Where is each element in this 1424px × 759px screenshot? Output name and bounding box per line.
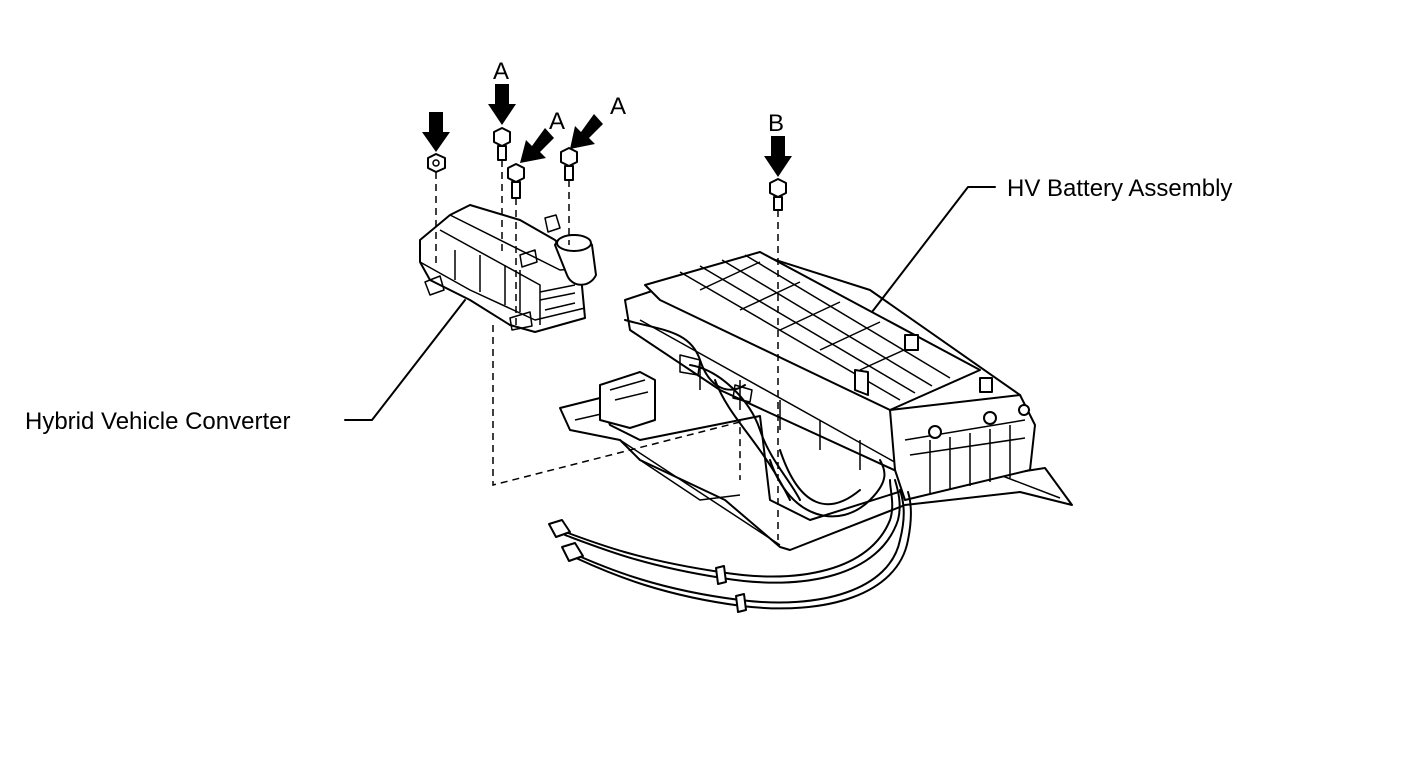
fasteners [427, 127, 787, 211]
fastener-letter-a: A [549, 108, 565, 135]
battery-label: HV Battery Assembly [1007, 175, 1232, 202]
fastener-letter-a: A [493, 58, 509, 85]
nut [427, 153, 446, 173]
arrow-down-icon [488, 84, 516, 125]
bolt-a-2 [507, 163, 525, 199]
battery-leader [871, 186, 996, 313]
cable-upper [559, 479, 894, 578]
power-cables [548, 479, 912, 613]
fastener-letter-a: A [610, 93, 626, 120]
converter-leader [344, 299, 466, 421]
leader-lines [344, 186, 996, 421]
arrow-down-icon [764, 136, 792, 177]
bolt-b [769, 178, 787, 211]
arrow-down-icon [422, 112, 450, 152]
alignment-guides [435, 160, 779, 540]
bolt-a-1 [493, 127, 511, 161]
battery-bracket [599, 371, 656, 429]
bolt-a-3 [560, 147, 578, 181]
hv-battery-assembly [559, 251, 1073, 551]
converter-label: Hybrid Vehicle Converter [25, 408, 290, 435]
cable-lower [571, 489, 905, 604]
fastener-letter-b: B [768, 110, 784, 137]
battery-lid [644, 251, 981, 411]
arrow-diagonal-icon [570, 114, 603, 149]
indicator-arrows [422, 84, 792, 177]
hybrid-vehicle-converter [419, 204, 597, 333]
arrow-diagonal-icon [520, 128, 554, 163]
